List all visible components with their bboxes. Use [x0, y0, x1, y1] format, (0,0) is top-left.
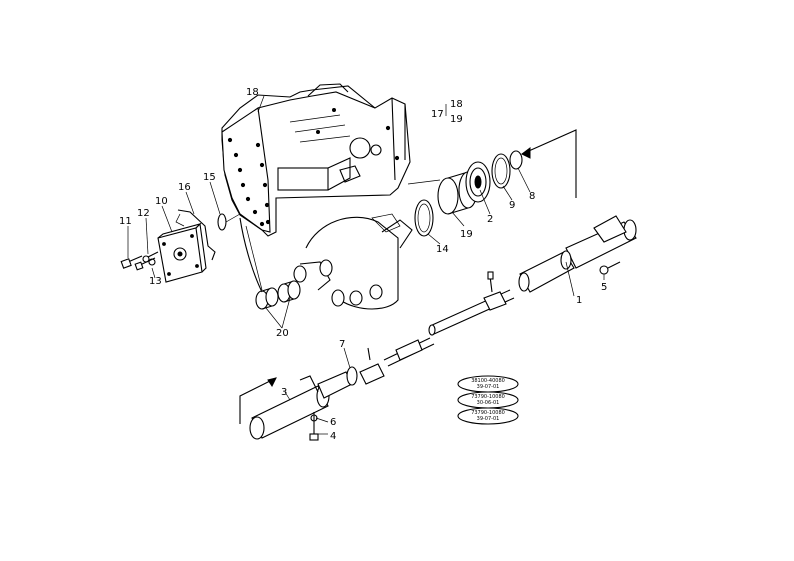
callout-19: 19 — [460, 229, 473, 240]
callout-8: 8 — [529, 191, 535, 202]
callout-4: 4 — [330, 431, 336, 442]
callout-19-ref: 19 — [450, 114, 463, 125]
code-3-line2: 39-07-01 — [477, 416, 500, 422]
callout-10: 10 — [155, 196, 168, 207]
bush-group-20 — [245, 225, 301, 310]
callout-16: 16 — [178, 182, 191, 193]
cover-plate-group — [120, 209, 241, 283]
callout-7: 7 — [339, 339, 345, 350]
central-case — [293, 213, 413, 310]
callout-6: 6 — [330, 417, 336, 428]
leader-lines — [127, 95, 605, 435]
callout-5: 5 — [601, 282, 607, 293]
direction-arrows — [239, 129, 577, 424]
callout-18-ref: 18 — [450, 99, 463, 110]
lower-shaft — [249, 337, 435, 441]
callout-15: 15 — [203, 172, 216, 183]
upper-shaft — [428, 215, 637, 336]
callout-labels: 18 17 18 19 1 2 9 8 19 14 5 15 16 10 12 … — [119, 87, 607, 442]
callout-9: 9 — [509, 200, 515, 211]
callout-12: 12 — [137, 208, 150, 219]
code-ovals: 38100-40080 39-07-01 73790-10080 30-06-0… — [457, 375, 519, 425]
callout-2: 2 — [487, 214, 493, 225]
callout-3: 3 — [281, 387, 287, 398]
code-1-line1: 38100-40080 — [471, 378, 505, 384]
code-2-line2: 30-06-01 — [477, 400, 500, 406]
callout-20: 20 — [276, 328, 289, 339]
housing-frame — [221, 83, 411, 237]
callout-11: 11 — [119, 216, 132, 227]
code-1-line2: 39-07-01 — [477, 384, 500, 390]
code-3-line1: 73790-10080 — [471, 410, 505, 416]
callout-1: 1 — [576, 295, 582, 306]
seal-stack — [407, 150, 523, 237]
callout-17: 17 — [431, 109, 444, 120]
code-2-line1: 73790-10080 — [471, 394, 505, 400]
callout-18: 18 — [246, 87, 259, 98]
callout-14: 14 — [436, 244, 449, 255]
callout-13: 13 — [149, 276, 162, 287]
